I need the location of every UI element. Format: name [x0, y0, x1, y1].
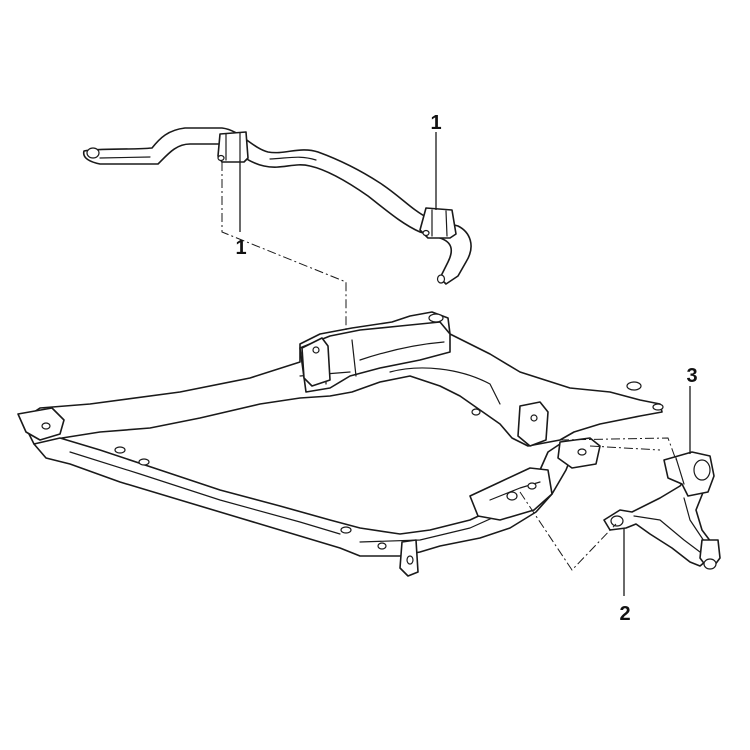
callout-stabilizer-bushing-right: 1 [430, 112, 441, 134]
callout-stabilizer-bushing-left: 1 [235, 237, 246, 259]
callout-control-arm: 2 [619, 603, 630, 625]
stabilizer-bar [82, 127, 472, 285]
stabilizer-bushing-right-part [419, 207, 457, 239]
stabilizer-bushing-left-part [217, 131, 249, 163]
front-subframe [17, 311, 664, 577]
assembly-lines [221, 162, 677, 571]
leader-lines [239, 132, 691, 596]
control-arm-part [603, 451, 721, 570]
callout-control-arm-bushing: 3 [686, 365, 697, 387]
